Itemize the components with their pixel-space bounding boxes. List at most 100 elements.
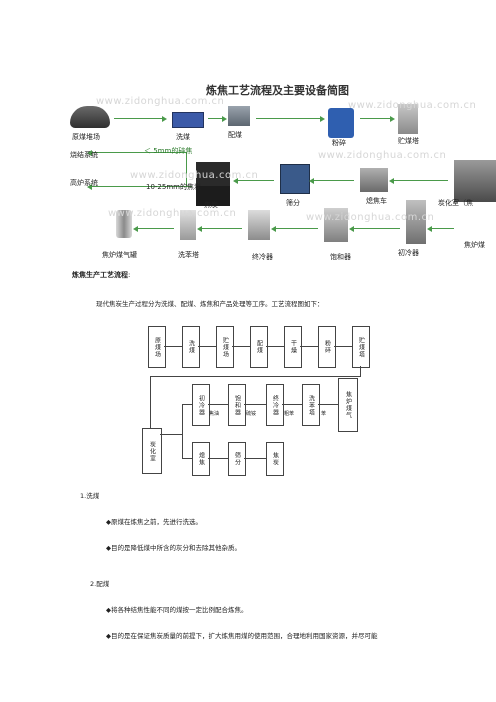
gas-tank-image xyxy=(116,210,132,238)
watermark: www.zidonghua.com.cn xyxy=(306,212,435,223)
fc-link xyxy=(334,346,352,347)
label-coke: 焦炭 xyxy=(204,201,218,209)
coke-oven-image xyxy=(454,160,496,202)
fine-coke-image xyxy=(196,162,230,186)
process-flowchart: 原煤场 洗煤 贮煤场 配煤 干燥 粉碎 贮煤塔 初冷器 饱和器 终冷器 洗苯塔 … xyxy=(120,318,384,478)
bullet-item: ◆目的是在保证焦炭质量的前提下，扩大炼焦用煤的使用范围，合理地利用国家资源，并尽… xyxy=(106,632,378,640)
section-title-washing: 1.洗煤 xyxy=(80,492,100,500)
fc-link xyxy=(182,404,183,458)
arrow xyxy=(208,115,227,122)
fc-link xyxy=(282,404,302,405)
watermark: www.zidonghua.com.cn xyxy=(318,150,447,161)
primary-cooler-image xyxy=(406,200,426,244)
label-coke-size: 10-25mm的焦炭 xyxy=(146,183,201,191)
arrow xyxy=(360,115,395,122)
fc-box-carbonization: 炭化室 xyxy=(142,428,162,474)
label-carbonization: 炭化室（焦 xyxy=(438,199,473,207)
arrow xyxy=(256,115,325,122)
fc-link xyxy=(232,346,250,347)
label-washing: 洗煤 xyxy=(176,133,190,141)
fc-link xyxy=(150,376,361,377)
quench-car-image xyxy=(360,168,388,192)
fc-box-primary-cooler: 初冷器 xyxy=(192,384,210,426)
blending-image xyxy=(228,106,250,126)
label-sinter-system: 烧结系统 xyxy=(70,151,98,159)
label-coal-yard: 原煤堆场 xyxy=(72,133,100,141)
fc-link xyxy=(182,404,192,405)
fc-box-benzene-tower: 洗苯塔 xyxy=(302,384,320,426)
fc-box-saturator: 饱和器 xyxy=(228,384,246,426)
fc-link xyxy=(160,434,182,435)
fc-link xyxy=(244,404,266,405)
label-coke-gas: 焦炉煤 xyxy=(464,241,485,249)
label-saturator: 饱和器 xyxy=(330,253,351,261)
watermark: www.zidonghua.com.cn xyxy=(96,96,225,107)
arrow xyxy=(271,225,318,232)
fc-box-blending: 配煤 xyxy=(250,326,268,368)
fc-label-ammonium-sulfate: 硫铵 xyxy=(246,411,257,417)
fc-link xyxy=(300,346,318,347)
watermark: www.zidonghua.com.cn xyxy=(108,208,237,219)
bullet-item: ◆将各种结焦性能不同的煤按一定比例配合炼焦。 xyxy=(106,606,248,614)
label-blast-furnace: 高炉系统 xyxy=(70,179,98,187)
fc-box-raw-coal-yard: 原煤场 xyxy=(148,326,166,368)
fc-box-screening: 筛分 xyxy=(228,442,246,476)
benzene-tower-image xyxy=(180,210,196,240)
arrow xyxy=(349,225,400,232)
coke-image xyxy=(196,186,230,206)
fc-link xyxy=(318,404,338,405)
label-gas-tank: 焦炉煤气罐 xyxy=(102,251,137,259)
label-final-cooler: 终冷器 xyxy=(252,253,273,261)
label-fine-coke: ＜ 5mm的碎焦 xyxy=(144,147,193,155)
crusher-image xyxy=(328,108,354,138)
fc-box-coal-tower: 贮煤塔 xyxy=(352,326,370,368)
fc-box-coke-oven-gas: 焦炉煤气 xyxy=(338,378,358,432)
fc-link xyxy=(266,346,284,347)
diagram-title: 炼焦工艺流程及主要设备简图 xyxy=(206,84,349,97)
coal-pile-image xyxy=(70,106,110,128)
fc-link xyxy=(244,458,266,459)
screening-image xyxy=(280,164,310,194)
arrow xyxy=(427,225,454,232)
intro-paragraph: 现代焦炭生产过程分为洗煤、配煤、炼焦和产品处理等工序。工艺流程图如下： xyxy=(96,300,324,308)
arrow xyxy=(233,177,274,184)
fc-box-final-cooler: 终冷器 xyxy=(266,384,284,426)
storage-tower-image xyxy=(398,104,418,134)
fc-link xyxy=(182,458,192,459)
fc-box-drying: 干燥 xyxy=(284,326,302,368)
final-cooler-image xyxy=(248,210,270,240)
fc-link xyxy=(360,366,361,376)
washer-image xyxy=(172,112,204,128)
fc-label-benzene: 苯 xyxy=(321,411,327,417)
fc-link xyxy=(208,404,228,405)
label-benzene-tower: 洗苯塔 xyxy=(178,251,199,259)
fc-label-tar: 焦油 xyxy=(209,411,220,417)
fc-link xyxy=(208,458,228,459)
watermark: www.zidonghua.com.cn xyxy=(348,100,477,111)
bullet-item: ◆原煤在炼焦之前，先进行洗选。 xyxy=(106,518,202,526)
arrow xyxy=(87,149,186,156)
fc-box-quenching: 熄焦 xyxy=(192,442,210,476)
fc-box-crushing: 粉碎 xyxy=(318,326,336,368)
arrow xyxy=(389,177,448,184)
fc-label-crude-benzene: 粗苯 xyxy=(284,411,295,417)
arrow xyxy=(133,225,174,232)
label-storage-tower: 贮煤塔 xyxy=(398,137,419,145)
label-quench-car: 熄焦车 xyxy=(366,197,387,205)
label-screening: 筛分 xyxy=(286,199,300,207)
process-diagram xyxy=(68,68,496,268)
label-crushing: 粉碎 xyxy=(332,139,346,147)
section-title-blending: 2.配煤 xyxy=(90,580,110,588)
bullet-item: ◆目的是降低煤中所含的灰分和去除其他杂质。 xyxy=(106,544,241,552)
saturator-image xyxy=(324,208,348,242)
arrow xyxy=(114,115,167,122)
arrow xyxy=(309,177,354,184)
fc-link xyxy=(198,346,216,347)
label-primary-cooler: 初冷器 xyxy=(398,249,419,257)
label-blending: 配煤 xyxy=(228,131,242,139)
fc-box-coal-storage: 贮煤场 xyxy=(216,326,234,368)
fc-box-washing: 洗煤 xyxy=(182,326,200,368)
watermark: www.zidonghua.com.cn xyxy=(130,170,259,181)
arrow xyxy=(197,225,242,232)
arrow xyxy=(87,183,192,190)
